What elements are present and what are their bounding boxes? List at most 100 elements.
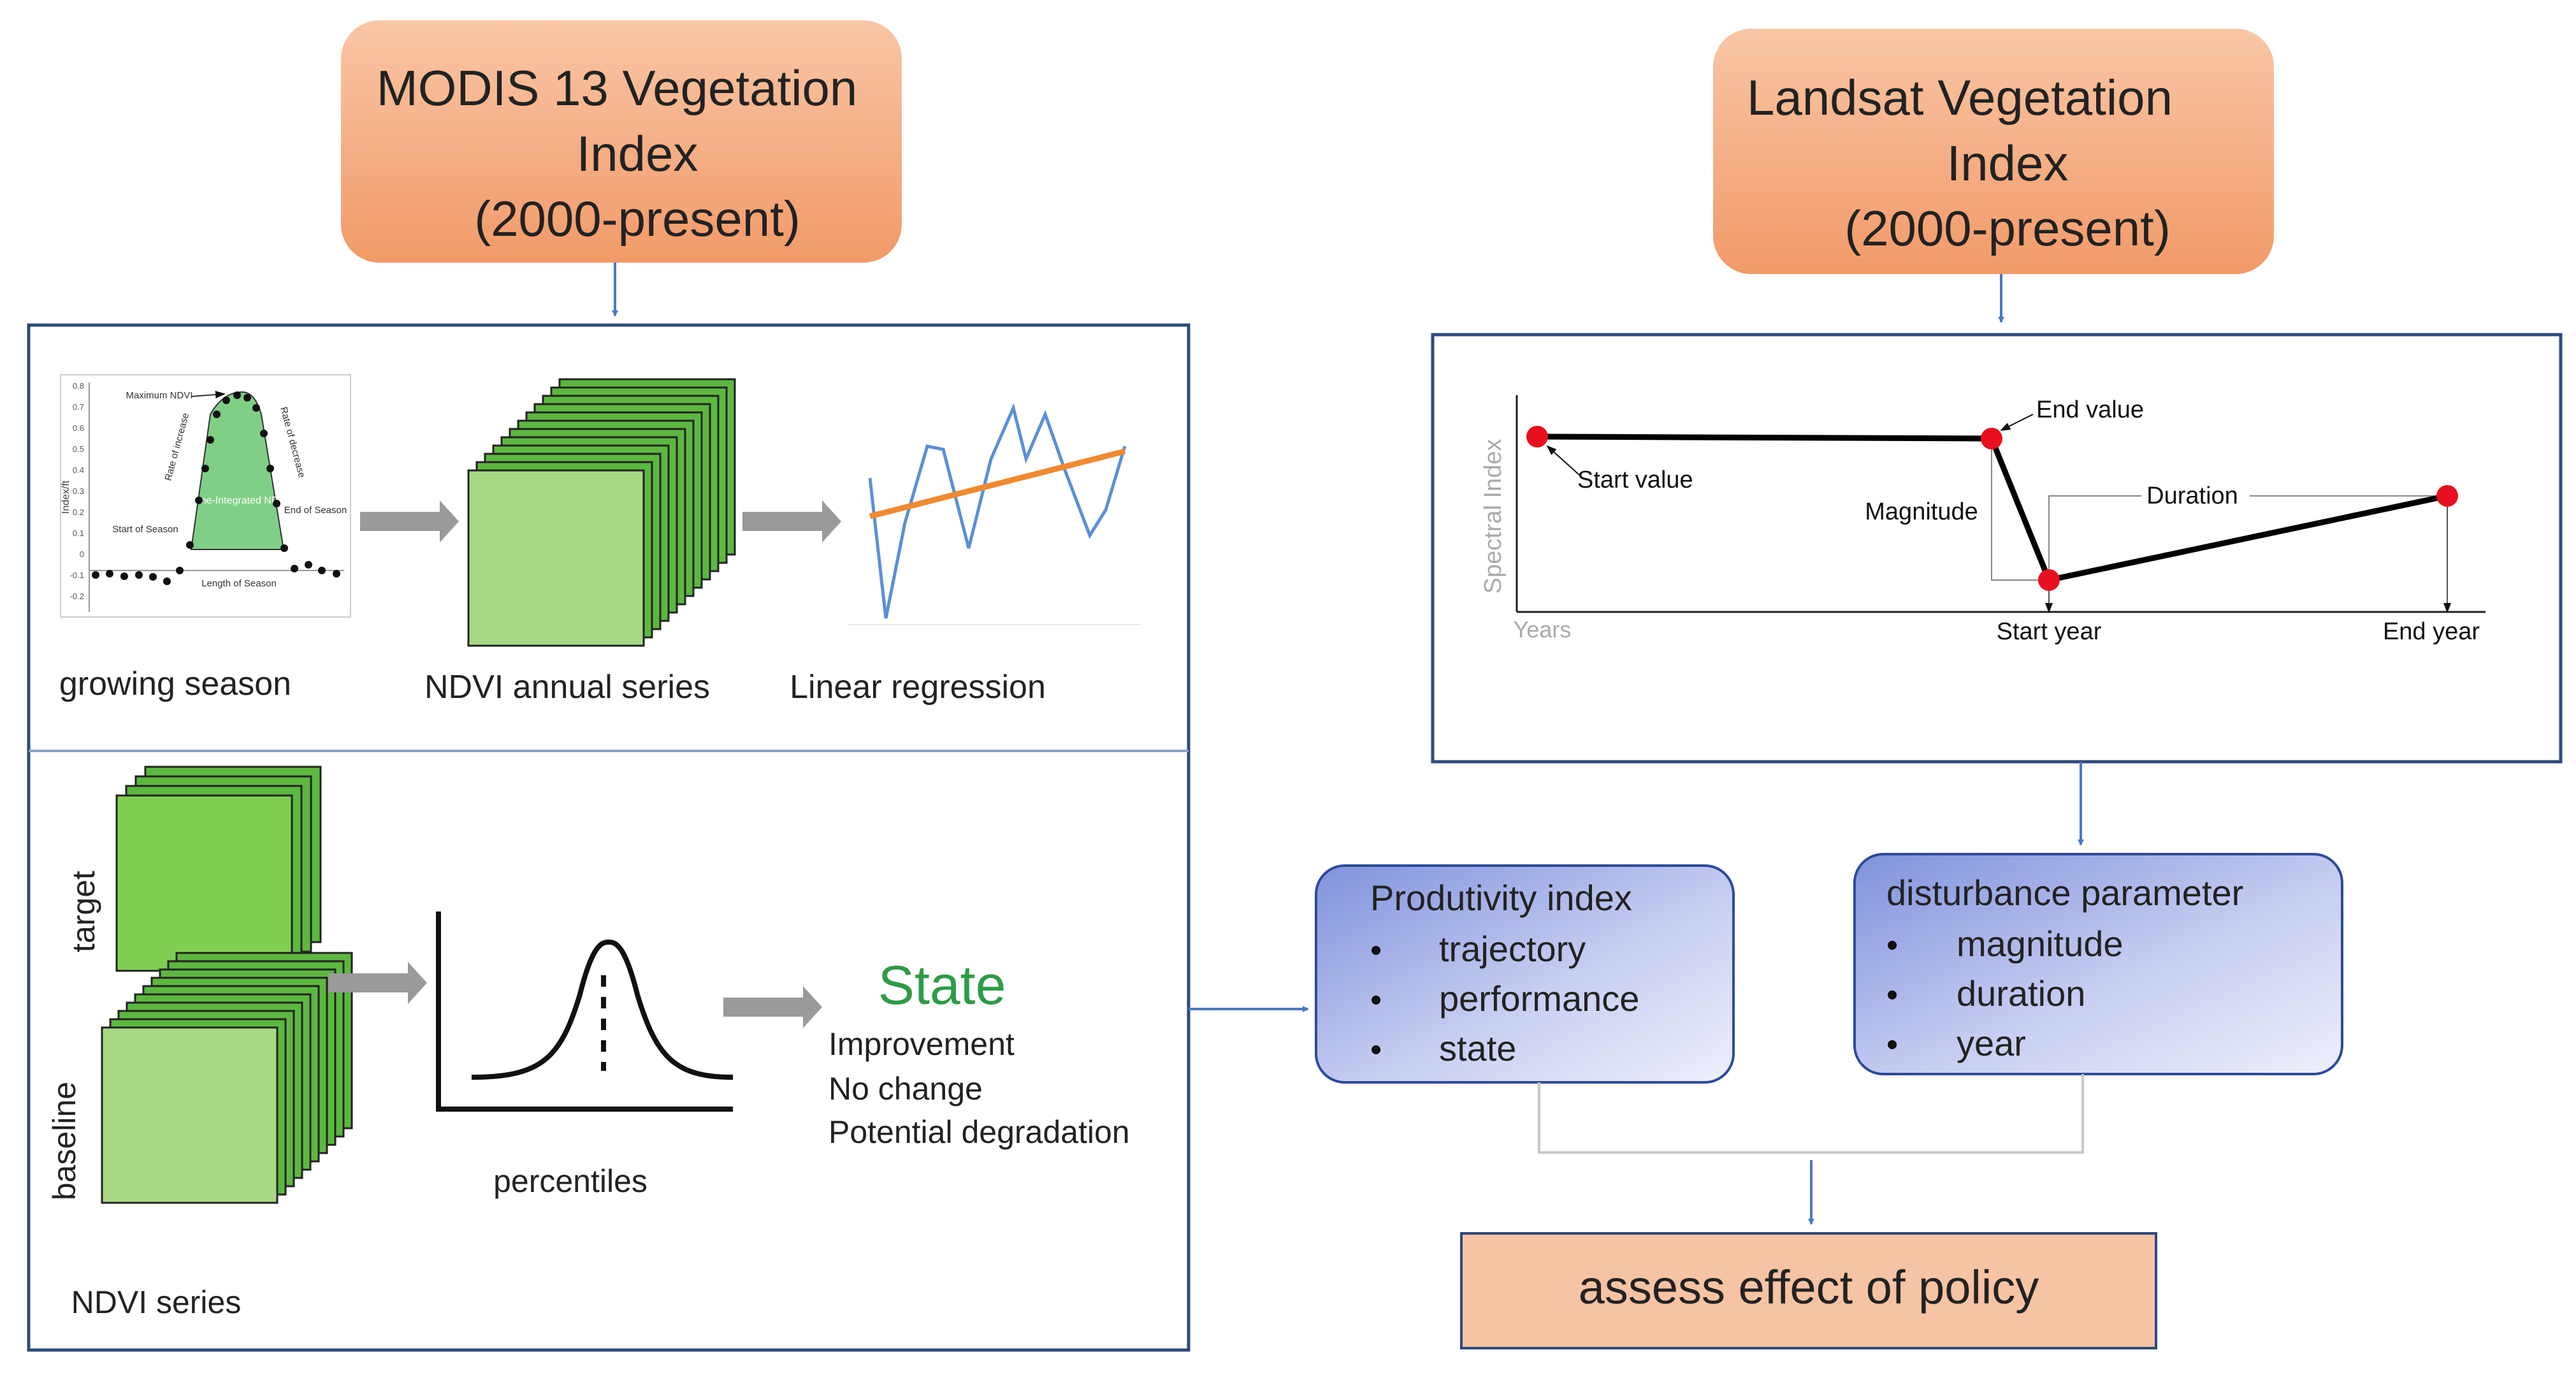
connector-bracket — [1538, 1074, 2084, 1154]
phenology-point-19 — [280, 544, 288, 552]
productivity-box-bg — [1315, 864, 1735, 1084]
phenology-point-22 — [318, 567, 326, 574]
baseline-frame-0 — [101, 1026, 279, 1204]
baseline-stack — [101, 952, 353, 1204]
phenology-ytick-0: 0.8 — [73, 381, 84, 391]
ndvi-annual-series-label: NDVI annual series — [424, 669, 710, 706]
phenology-ytick-6: 0.2 — [73, 507, 84, 517]
landsat-panel — [1431, 333, 2563, 764]
landsat-title-line1: Landsat Vegetation — [1747, 69, 2173, 126]
start-year-label: Start year — [1997, 618, 2102, 645]
landsat-title-period: (2000-present) — [1844, 200, 2171, 256]
phenology-point-9 — [201, 465, 209, 472]
ndvi-annual-stack — [467, 378, 736, 647]
productivity-bullet-3: • — [1370, 1031, 1382, 1068]
percentiles-label: percentiles — [493, 1163, 648, 1199]
phenology-point-15 — [252, 404, 260, 412]
productivity-item-trajectory: trajectory — [1439, 929, 1586, 969]
regression-series-line — [868, 403, 1127, 619]
linear-regression-label: Linear regression — [790, 669, 1046, 706]
gray-arrow-2 — [742, 500, 841, 542]
target-frame-0 — [115, 794, 293, 972]
phenology-max-label: Maximum NDVI — [126, 390, 192, 401]
phenology-ylabel: Index/ft — [61, 480, 71, 514]
state-item-improvement: Improvement — [829, 1026, 1015, 1062]
ndvi-series-label: NDVI series — [71, 1284, 242, 1320]
ndvi-annual-frame-0 — [467, 469, 645, 647]
policy-label: assess effect of policy — [1579, 1261, 2039, 1314]
landtrendr-ylabel: Spectral Index — [1480, 439, 1507, 594]
state-title: State — [878, 955, 1006, 1016]
end-value-label: End value — [2036, 396, 2144, 423]
magnitude-bracket — [1991, 439, 2049, 581]
phenology-yticks: 0.80.70.60.50.40.30.20.10-0.1-0.2 — [70, 381, 84, 601]
productivity-bullet-1: • — [1370, 932, 1382, 969]
phenology-ytick-9: -0.1 — [70, 570, 84, 580]
magnitude-label: Magnitude — [1865, 498, 1978, 525]
gray-arrow-3 — [328, 962, 427, 1004]
disturbance-title: disturbance parameter — [1886, 873, 2243, 913]
phenology-point-6 — [176, 567, 184, 574]
phenology-point-13 — [233, 391, 241, 399]
phenology-point-2 — [120, 572, 128, 580]
disturbance-bullet-3: • — [1886, 1026, 1898, 1063]
phenology-point-3 — [135, 571, 143, 579]
policy-box-bg — [1460, 1232, 2157, 1349]
productivity-item-state: state — [1439, 1028, 1516, 1068]
state-item-no-change: No change — [829, 1071, 983, 1107]
modis-title-line1: MODIS 13 Vegetation — [377, 60, 857, 116]
baseline-label: baseline — [47, 1082, 82, 1200]
state-item-potential-degradation: Potential degradation — [829, 1114, 1130, 1150]
disturbance-bullet-1: • — [1886, 927, 1898, 964]
phenology-length-label: Length of Season — [201, 578, 277, 589]
phenology-point-4 — [149, 573, 157, 581]
landsat-title-box: Landsat Vegetation Index (2000-present) — [1713, 29, 2274, 274]
modis-title-bg — [341, 20, 902, 263]
disturbance-item-year: year — [1957, 1023, 2026, 1063]
disturbance-bullet-2: • — [1886, 977, 1898, 1013]
phenology-point-0 — [92, 571, 99, 579]
end-year-label: End year — [2383, 618, 2480, 645]
gray-arrow-4 — [723, 986, 822, 1028]
phenology-point-1 — [106, 570, 113, 578]
disturbance-box: disturbance parameter • magnitude • dura… — [1853, 853, 2343, 1075]
phenology-integrated-label: Time-Integrated NDVI — [189, 495, 288, 506]
target-label: target — [66, 871, 101, 952]
phenology-point-11 — [213, 410, 221, 418]
growing-season-label: growing season — [59, 665, 291, 702]
phenology-point-16 — [260, 430, 268, 437]
productivity-item-performance: performance — [1439, 978, 1639, 1019]
landtrendr-chart: Spectral Index Years Start value End val… — [1480, 395, 2486, 645]
phenology-point-20 — [291, 565, 298, 572]
phenology-ytick-1: 0.7 — [73, 402, 84, 412]
phenology-ytick-2: 0.6 — [73, 423, 84, 433]
phenology-point-21 — [305, 561, 312, 569]
phenology-ytick-8: 0 — [80, 549, 84, 559]
landsat-title-line2: Index — [1947, 135, 2069, 191]
landtrendr-trajectory — [1537, 433, 2448, 583]
phenology-start-label: Start of Season — [112, 524, 178, 535]
landtrendr-years-label: Years — [1514, 616, 1572, 643]
phenology-ytick-7: 0.1 — [73, 528, 84, 538]
phenology-ytick-4: 0.4 — [73, 465, 84, 475]
phenology-point-17 — [266, 465, 274, 472]
end-value-point — [1981, 428, 2002, 449]
productivity-title: Produtivity index — [1370, 878, 1632, 918]
landsat-title-bg — [1713, 29, 2274, 274]
modis-title-period: (2000-present) — [474, 191, 800, 247]
phenology-point-14 — [243, 394, 251, 402]
phenology-max-arrow — [191, 391, 226, 399]
start-value-point — [1526, 426, 1548, 447]
start-year-point — [2038, 569, 2060, 591]
end-value-arrow — [2000, 414, 2034, 431]
phenology-point-8 — [195, 497, 203, 504]
disturbance-box-bg — [1853, 853, 2343, 1075]
duration-label: Duration — [2146, 483, 2238, 509]
phenology-point-7 — [186, 541, 194, 549]
phenology-points — [92, 391, 340, 585]
start-value-arrow — [1546, 445, 1580, 476]
gray-arrow-1 — [360, 500, 459, 542]
percentiles-bell-curve — [471, 939, 734, 1080]
phenology-ytick-3: 0.5 — [73, 444, 84, 454]
